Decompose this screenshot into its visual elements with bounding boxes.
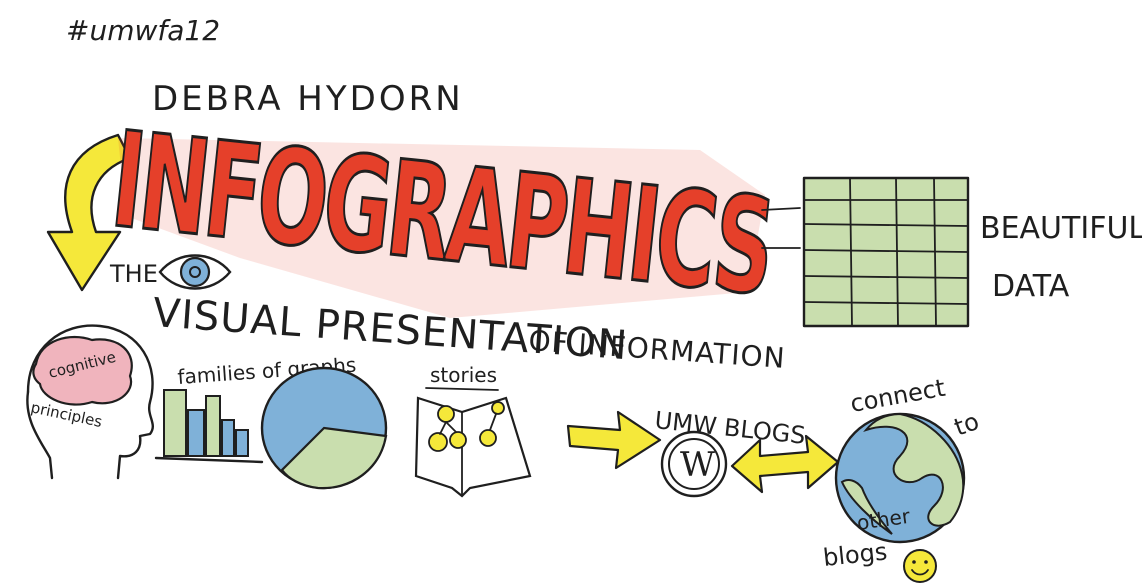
wordpress-logo-icon: W (660, 430, 728, 498)
connector-lines (761, 207, 801, 249)
storybook-icon (414, 396, 532, 498)
globe-icon (834, 412, 966, 544)
data-table-icon (802, 176, 970, 328)
stories-label: stories (430, 363, 497, 387)
subtitle-the: THE (109, 260, 158, 288)
blogs-label: blogs (822, 537, 889, 572)
bar-chart-icon (154, 389, 264, 464)
data-label-line1: BEAUTIFUL (980, 211, 1142, 246)
data-label-line2: DATA (992, 269, 1070, 304)
speaker-name: DEBRA HYDORN (152, 79, 464, 119)
right-arrow-icon (566, 410, 662, 470)
connect-label: connect (848, 374, 947, 418)
connect-to-label: to (950, 407, 982, 442)
pie-chart-icon (260, 366, 388, 490)
head-brain-icon: cognitive principles (26, 324, 155, 480)
wordpress-glyph: W (680, 445, 715, 485)
smiley-icon (903, 549, 937, 583)
eye-icon (158, 254, 232, 290)
curved-arrow-icon (46, 133, 132, 292)
title-block: INFOGRAPHICS (104, 102, 779, 327)
subtitle-line2: OF INFORMATION (528, 324, 787, 375)
hashtag: #umwfa12 (66, 14, 220, 47)
